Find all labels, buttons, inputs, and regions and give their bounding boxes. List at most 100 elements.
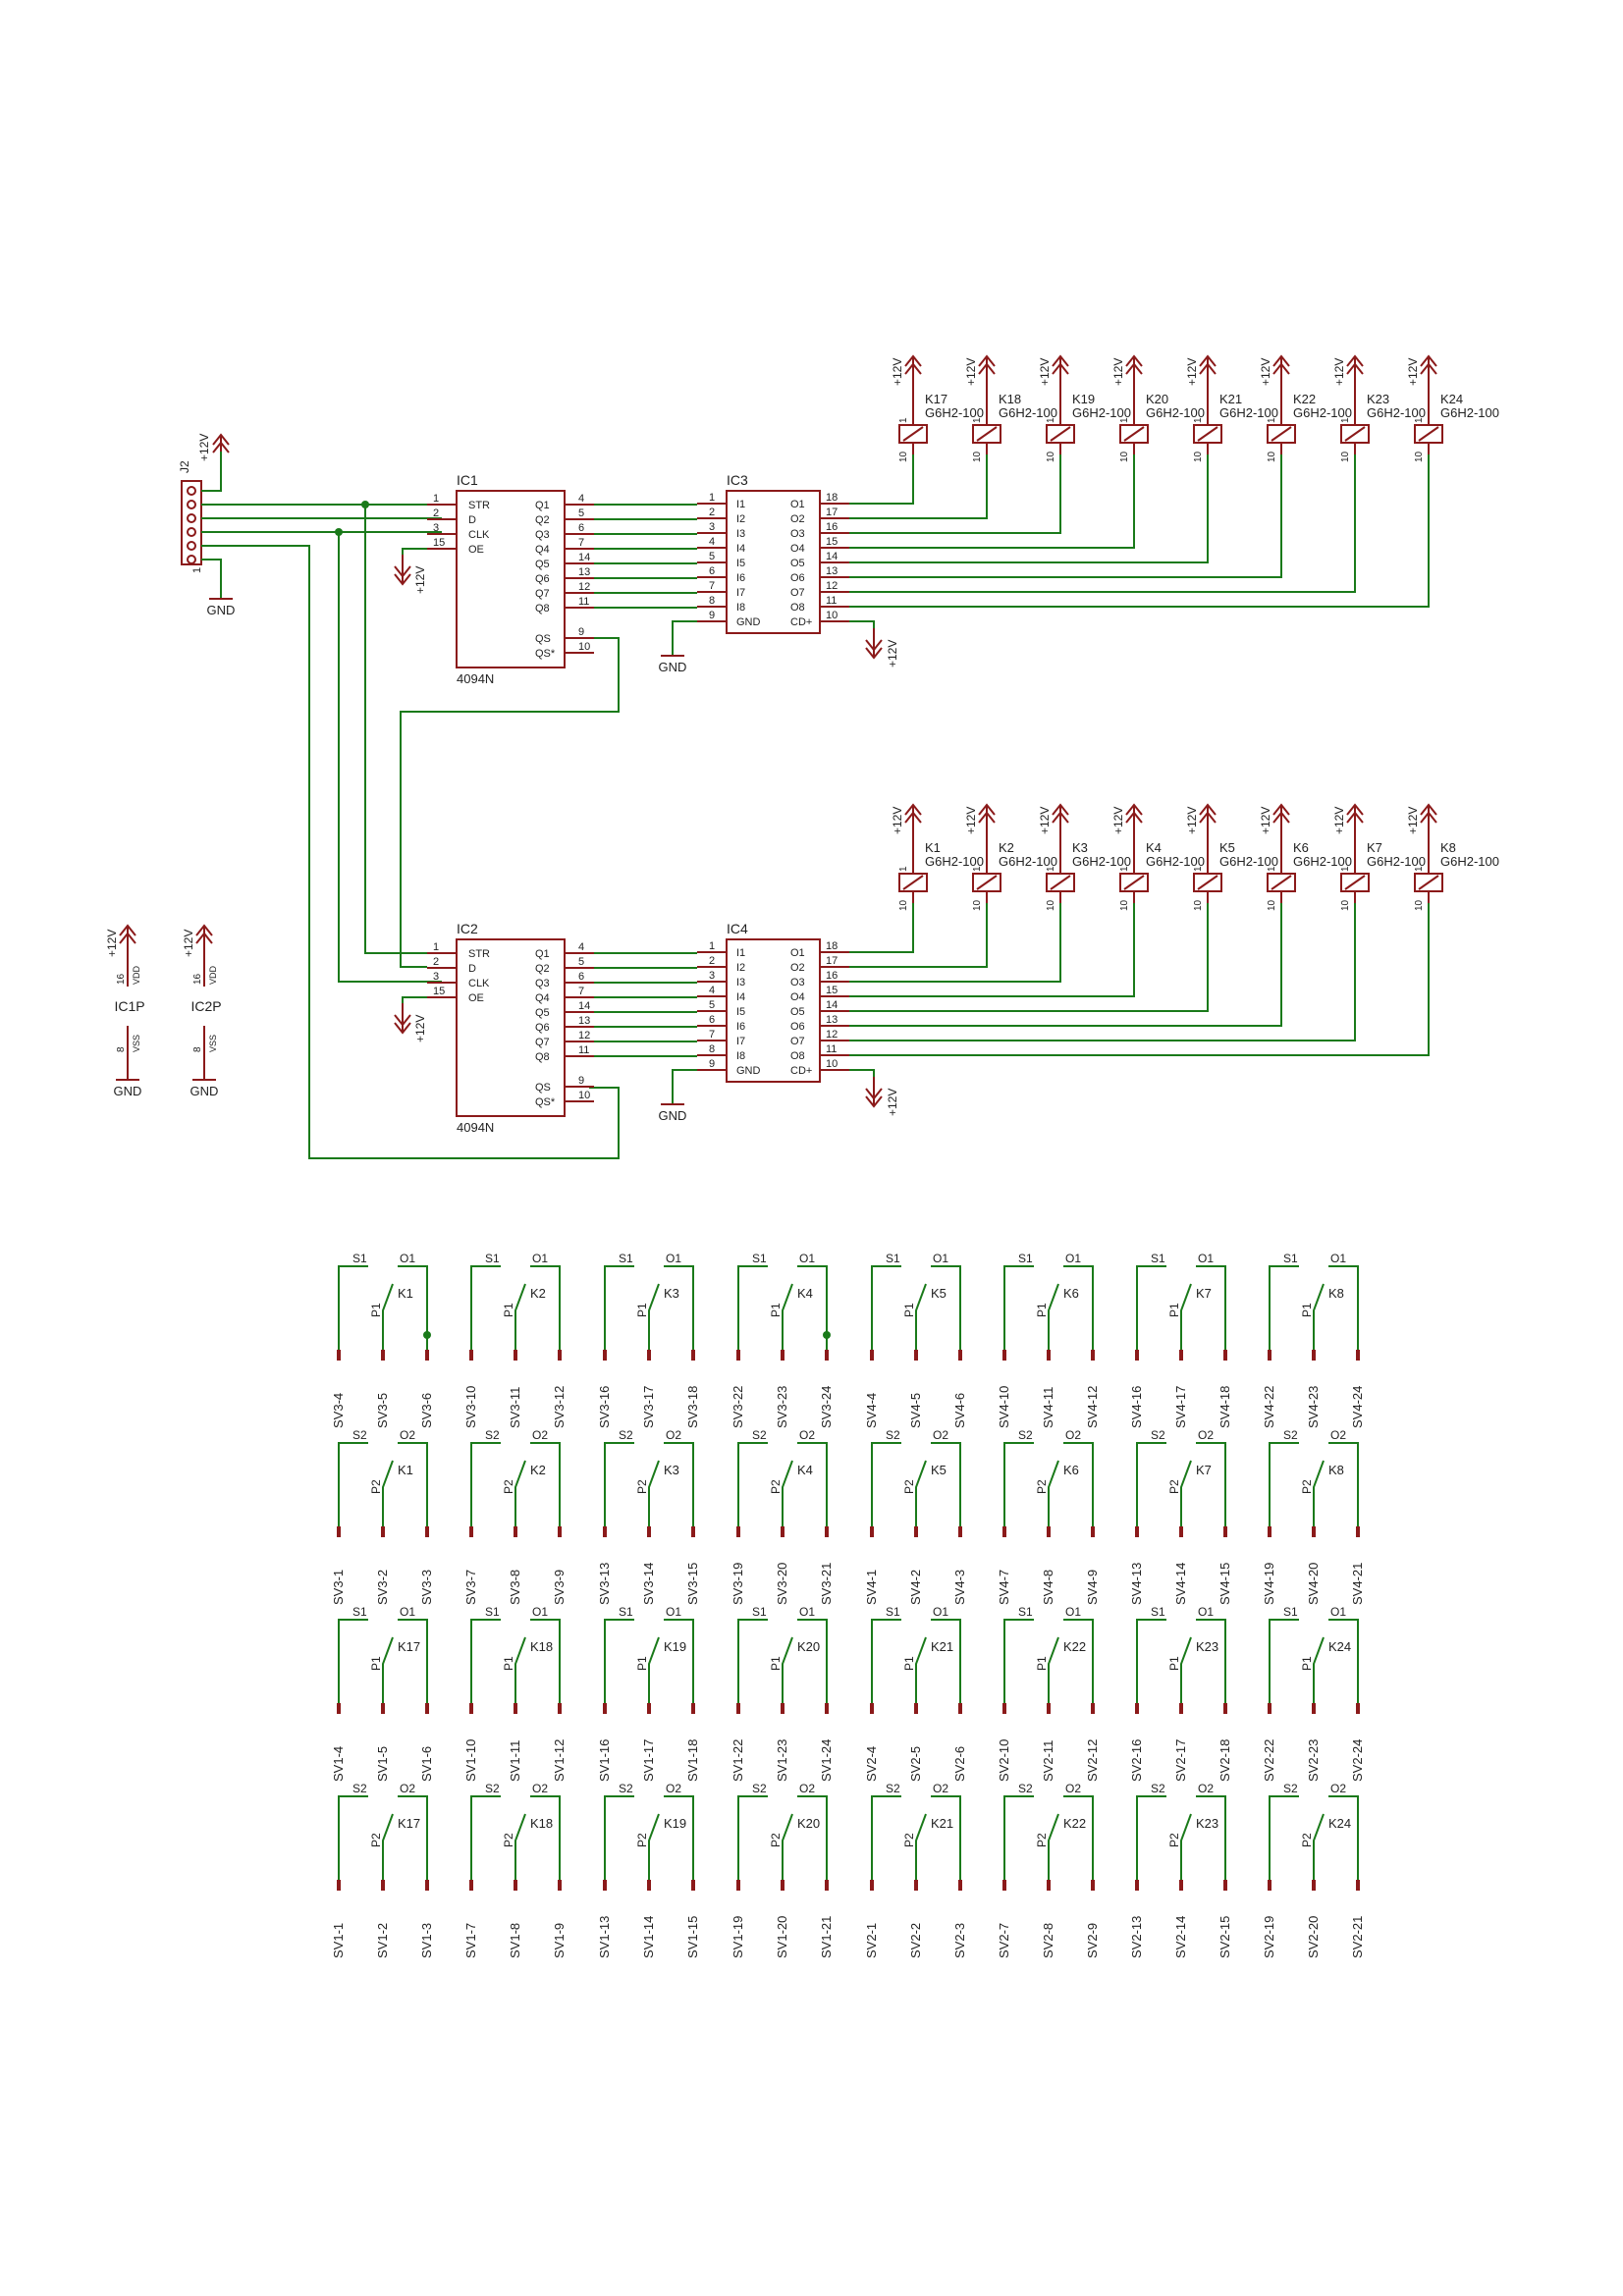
contact-relay-label: K7	[1196, 1286, 1212, 1301]
coil-pin: 10	[1340, 451, 1351, 462]
switch-blade	[782, 1283, 793, 1350]
relay-name: K24	[1440, 392, 1463, 406]
wire-contact-s	[470, 1265, 501, 1350]
pin-number: 10	[578, 641, 590, 653]
pin-name: I1	[736, 947, 745, 959]
wire-contact-o	[664, 1795, 694, 1880]
ic-part: 4094N	[457, 1120, 494, 1135]
contact-s-label: S2	[1283, 1782, 1298, 1795]
pin-number: 13	[578, 566, 590, 578]
supply-label: +12V	[413, 566, 427, 594]
sv-pin-label: SV3-18	[685, 1386, 700, 1428]
contact-relay-label: K8	[1328, 1463, 1344, 1477]
wire-contact-s	[871, 1442, 901, 1526]
pin-name: CD+	[790, 616, 812, 628]
contact-relay-label: K6	[1063, 1286, 1079, 1301]
pin-name: D	[468, 963, 476, 975]
power-pin-name: IC1P	[114, 998, 144, 1014]
contact-relay-label: K2	[530, 1286, 546, 1301]
contact-s-label: S2	[1018, 1782, 1033, 1795]
wire-contact-s	[604, 1795, 634, 1880]
coil-slash	[976, 875, 998, 890]
wire-contact-s	[604, 1619, 634, 1703]
contact-relay-label: K8	[1328, 1286, 1344, 1301]
pin-number: 15	[433, 537, 445, 549]
supply-arrow-icon	[195, 924, 213, 955]
contact-s-label: S1	[619, 1605, 633, 1619]
contact-s-label: S2	[752, 1428, 767, 1442]
contact-o-label: O1	[1330, 1252, 1346, 1265]
pin-number: 8	[709, 595, 715, 607]
pin-number: 5	[709, 551, 715, 562]
pin-name: VSS	[208, 1035, 218, 1052]
sv-pin-label: SV1-20	[775, 1916, 789, 1958]
contact-o-label: O2	[1330, 1428, 1346, 1442]
sv-pin-label: SV3-21	[819, 1563, 834, 1605]
contact-o-label: O1	[400, 1605, 415, 1619]
wire-relay-drive	[849, 454, 1430, 608]
relay-part: G6H2-100	[1367, 405, 1426, 420]
contact-p-label: P2	[1167, 1833, 1181, 1847]
contact-p-label: P1	[502, 1303, 515, 1317]
pin-number: 13	[578, 1015, 590, 1027]
relay-part: G6H2-100	[1440, 854, 1499, 869]
contact-p-label: P2	[635, 1479, 649, 1494]
contact-s-label: S2	[352, 1428, 367, 1442]
wire-contact-o	[931, 1442, 961, 1526]
pin-name: I2	[736, 513, 745, 525]
sv-pin-label: SV1-21	[819, 1916, 834, 1958]
wire-contact-s	[1136, 1265, 1166, 1350]
pin-name: O5	[790, 558, 805, 569]
switch-blade	[915, 1283, 927, 1350]
connector-pin	[187, 527, 196, 537]
wire-relay-drive	[849, 454, 1356, 593]
pin-name: QS	[535, 1082, 551, 1094]
wire-contact-o	[1063, 1265, 1094, 1350]
wire-contact-s	[871, 1795, 901, 1880]
contact-p-label: P2	[635, 1833, 649, 1847]
sv-pin-label: SV3-23	[775, 1386, 789, 1428]
contact-p-label: P1	[635, 1303, 649, 1317]
relay-name: K23	[1367, 392, 1389, 406]
coil-pin: 1	[1193, 417, 1204, 423]
wire-gnd	[672, 1069, 697, 1104]
supply-label: +12V	[891, 807, 904, 834]
contact-p-label: P2	[902, 1833, 916, 1847]
pin-name: I7	[736, 587, 745, 599]
switch-blade	[782, 1813, 793, 1880]
sv-pin-label: SV1-16	[597, 1739, 612, 1782]
wire-contact-o	[664, 1619, 694, 1703]
supply-arrow-icon	[978, 803, 996, 834]
pin-name: O7	[790, 587, 805, 599]
contact-s-label: S1	[619, 1252, 633, 1265]
relay-name: K2	[999, 840, 1014, 855]
contact-relay-label: K5	[931, 1286, 947, 1301]
pin-number: 14	[578, 552, 590, 563]
wire-relay-drive	[849, 903, 1061, 983]
wire-contact-o	[664, 1442, 694, 1526]
coil-pin: 10	[1267, 899, 1277, 911]
coil-slash	[1418, 875, 1439, 890]
supply-label: +12V	[197, 434, 211, 461]
contact-o-label: O2	[400, 1428, 415, 1442]
switch-blade	[382, 1283, 394, 1350]
wire-contact-s	[338, 1795, 368, 1880]
pin-name: I8	[736, 1050, 745, 1062]
coil-slash	[1123, 426, 1145, 442]
pin-number: 6	[709, 565, 715, 577]
ic-name: IC4	[727, 921, 748, 936]
contact-relay-label: K1	[398, 1286, 413, 1301]
relay-part: G6H2-100	[1440, 405, 1499, 420]
contact-s-label: S1	[1018, 1605, 1033, 1619]
sv-pin-label: SV2-1	[864, 1923, 879, 1958]
pin-number: 9	[709, 610, 715, 621]
sv-pin-label: SV3-7	[463, 1570, 478, 1605]
wire-supply	[201, 452, 222, 492]
pin-number: 11	[578, 1044, 589, 1056]
pin-number: 11	[826, 595, 837, 607]
